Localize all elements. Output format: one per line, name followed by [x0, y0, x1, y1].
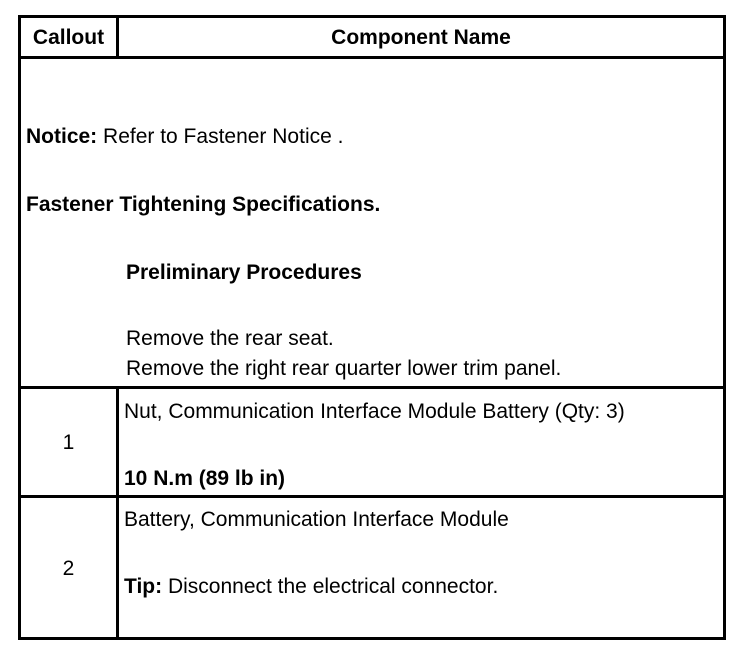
row2-tip-line: Tip: Disconnect the electrical connector…: [124, 575, 498, 599]
step-remove-rear-seat: Remove the rear seat.: [126, 327, 334, 350]
notice-label: Notice:: [26, 125, 98, 148]
header-column-divider: [116, 18, 119, 59]
row1-divider: [21, 386, 723, 389]
spec-heading: Fastener Tightening Specifications.: [26, 193, 381, 216]
prelim-heading: Preliminary Procedures: [126, 261, 362, 284]
notice-line: Notice: Refer to Fastener Notice .: [26, 125, 343, 149]
tip-text: Disconnect the electrical connector.: [162, 575, 499, 598]
row2-component-name: Battery, Communication Interface Module: [124, 508, 509, 531]
tip-label: Tip:: [124, 575, 163, 598]
header-callout: Callout: [32, 26, 105, 49]
step-remove-trim-panel: Remove the right rear quarter lower trim…: [126, 357, 562, 380]
row2-callout: 2: [62, 557, 75, 580]
row1-torque-spec: 10 N.m (89 lb in): [124, 467, 286, 490]
header-divider: [21, 56, 723, 59]
row2-divider: [21, 495, 723, 498]
row1-component-name: Nut, Communication Interface Module Batt…: [124, 400, 625, 423]
notice-text: Refer to Fastener Notice .: [97, 125, 344, 148]
rows-column-divider: [116, 386, 119, 637]
row1-callout: 1: [62, 431, 75, 454]
component-table: Callout Component Name Notice: Refer to …: [18, 15, 726, 640]
header-component-name: Component Name: [331, 26, 511, 49]
